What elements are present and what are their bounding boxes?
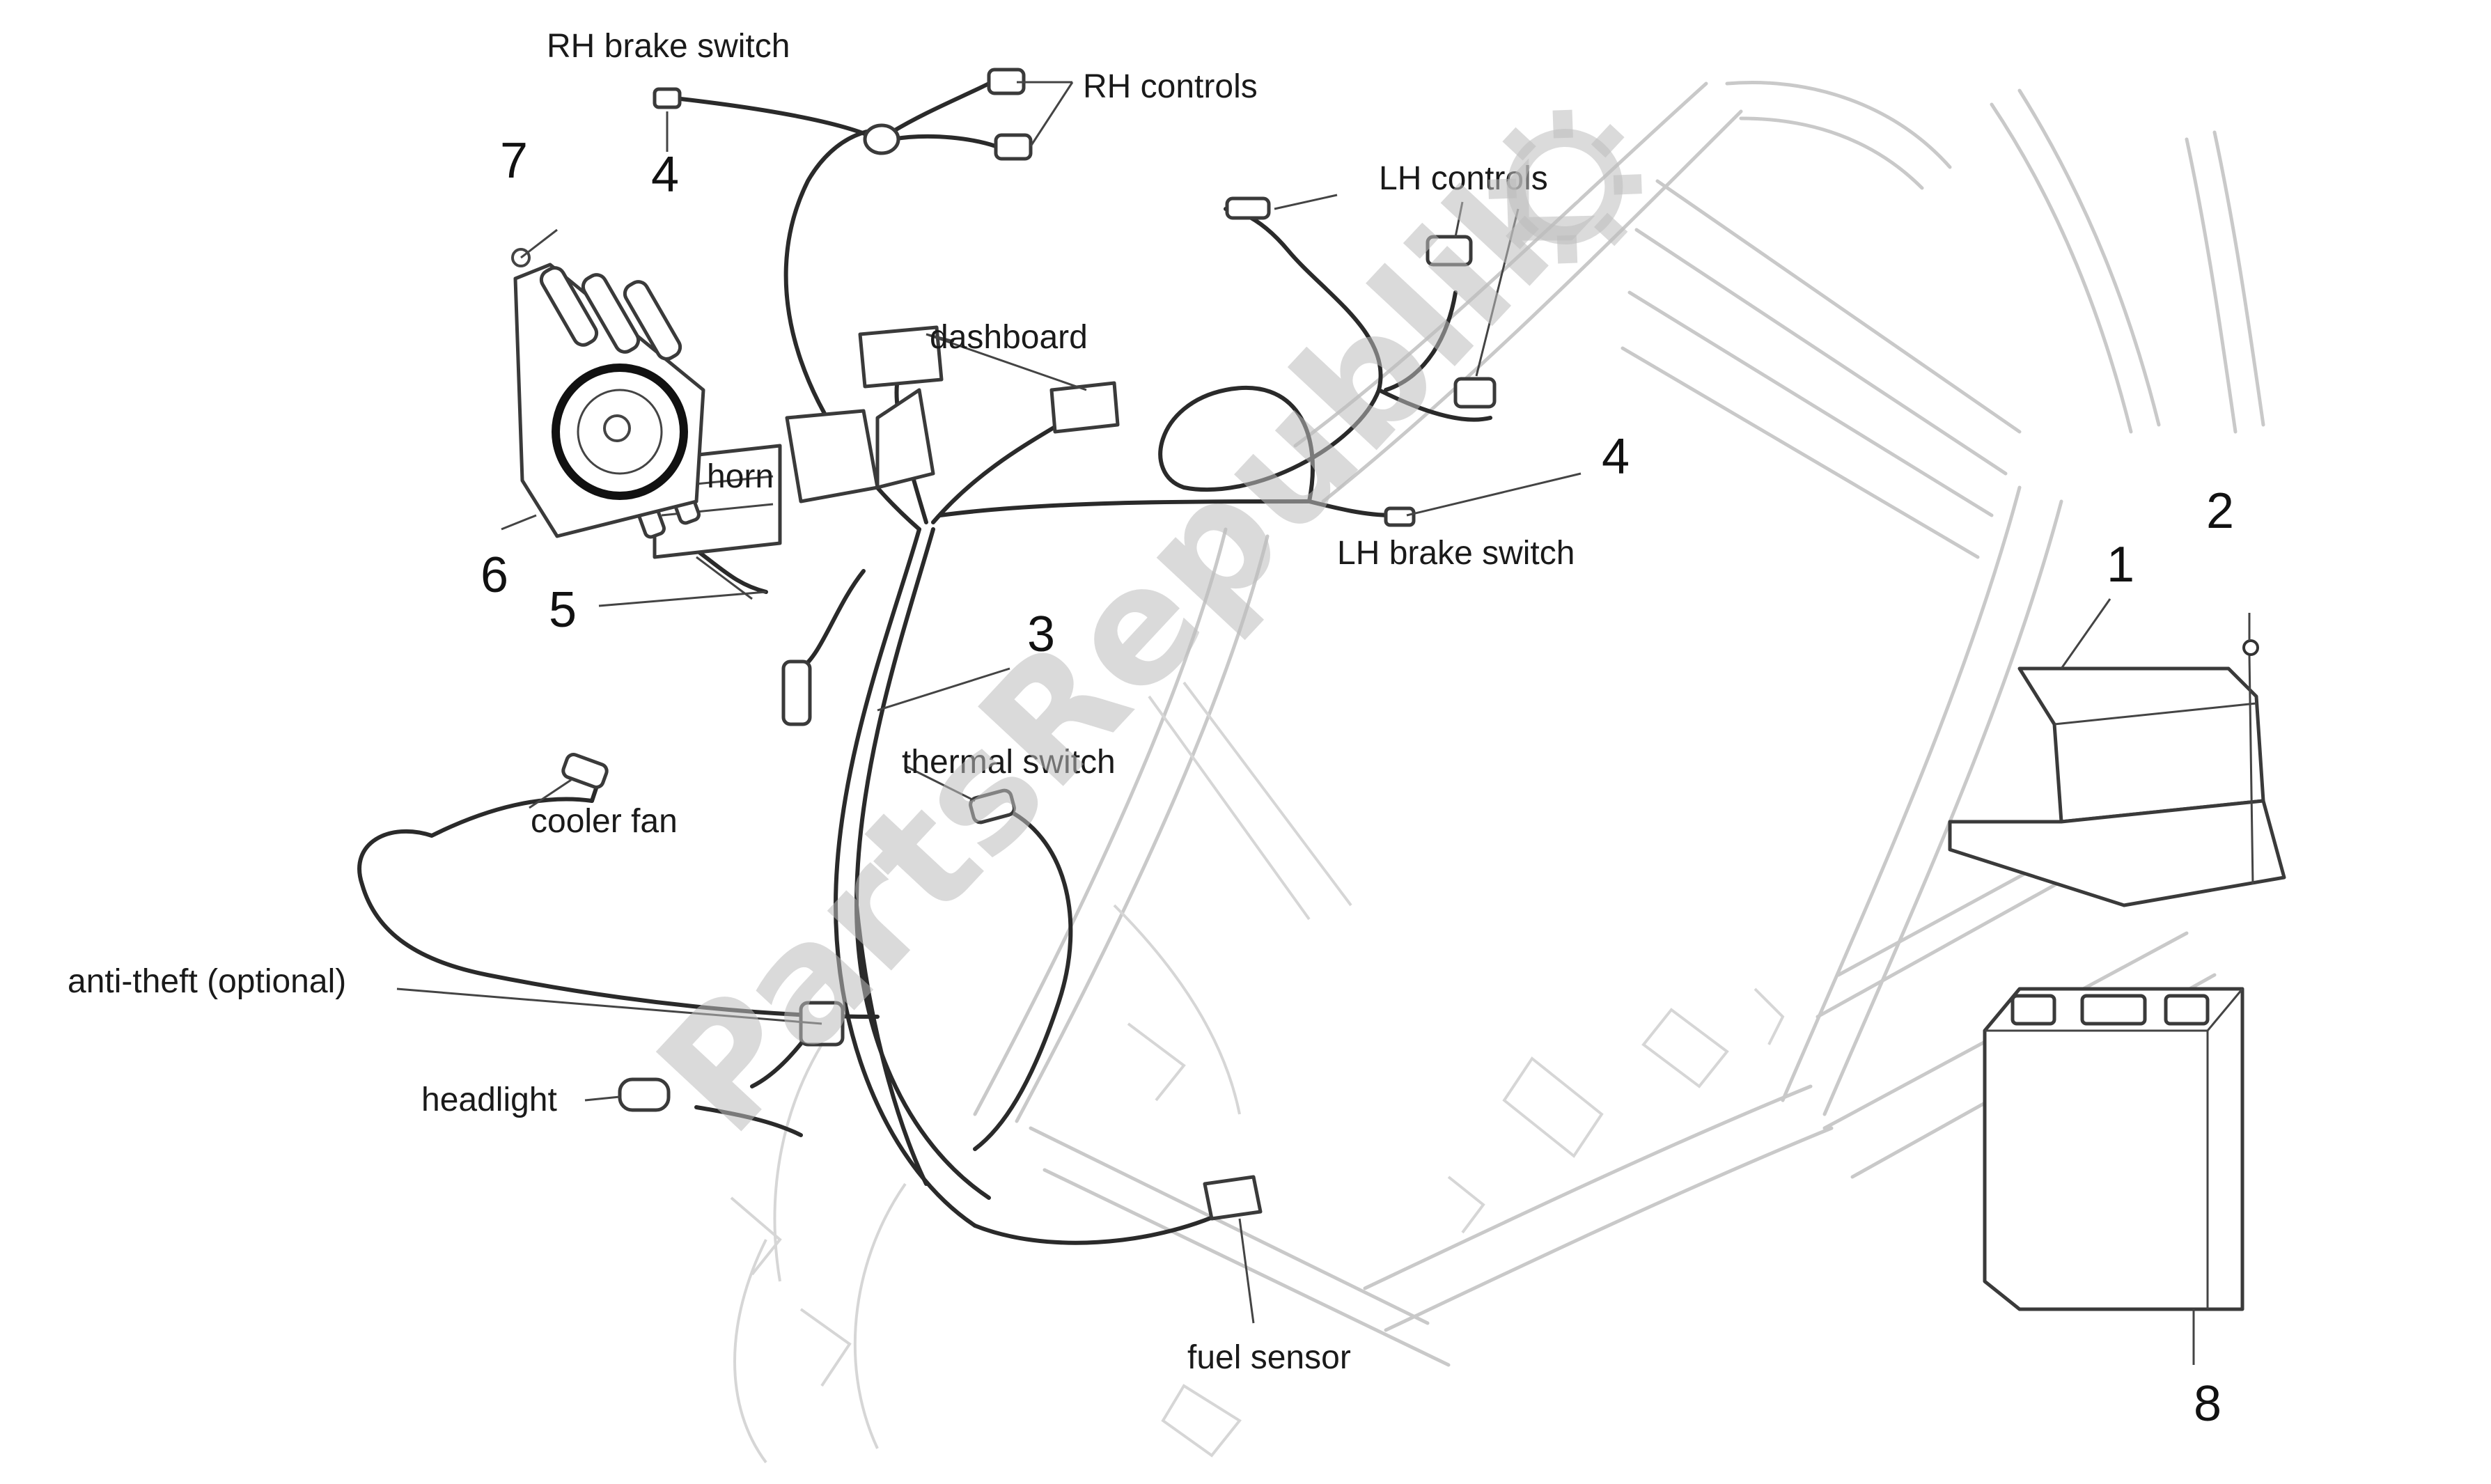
relay bbox=[785, 409, 880, 503]
label-rh-brake-switch: RH brake switch bbox=[547, 28, 790, 65]
leader-lines bbox=[396, 81, 2251, 1365]
label-dashboard: dashboard bbox=[930, 319, 1088, 356]
callout-2: 2 bbox=[2206, 483, 2234, 539]
callout-4-rh: 4 bbox=[651, 147, 679, 203]
relay-side bbox=[875, 388, 935, 490]
label-horn: horn bbox=[707, 458, 774, 495]
callout-numbers: 1 2 3 4 4 5 6 7 8 bbox=[481, 133, 2234, 1432]
battery-cap bbox=[2080, 994, 2147, 1026]
horn-assembly bbox=[511, 228, 705, 538]
lh-brake-switch-connector bbox=[1384, 506, 1416, 527]
dashboard-connector-a bbox=[858, 325, 944, 389]
label-cooler-fan: cooler fan bbox=[531, 803, 678, 840]
battery bbox=[1983, 987, 2244, 1311]
thermal-switch-connector bbox=[969, 788, 1016, 825]
dashboard-connector-b bbox=[1049, 381, 1120, 434]
text-labels: RH brake switch RH controls LH controls … bbox=[68, 28, 1575, 1376]
screws bbox=[511, 228, 682, 361]
lh-controls-connector-c bbox=[1453, 377, 1497, 409]
screw-2 bbox=[2248, 654, 2254, 885]
lh-controls-connector-b bbox=[1426, 235, 1473, 267]
battery-cover-base bbox=[1948, 799, 2286, 907]
callout-8: 8 bbox=[2194, 1376, 2221, 1432]
rh-brake-switch-connector bbox=[653, 87, 682, 109]
gear-icon bbox=[1487, 109, 1642, 264]
watermark: PartsRepublik bbox=[623, 109, 1642, 1169]
headlight-connector bbox=[618, 1077, 671, 1112]
callout-4-lh: 4 bbox=[1602, 429, 1630, 485]
battery-terminal-a bbox=[2010, 994, 2056, 1026]
label-rh-controls: RH controls bbox=[1083, 68, 1258, 105]
callout-1: 1 bbox=[2107, 537, 2134, 593]
callout-3: 3 bbox=[1027, 607, 1055, 662]
label-headlight: headlight bbox=[421, 1081, 557, 1118]
callout-5: 5 bbox=[549, 582, 577, 638]
battery-terminal-b bbox=[2164, 994, 2210, 1026]
fuse-holder bbox=[781, 659, 812, 726]
callout-6: 6 bbox=[481, 547, 508, 603]
watermark-text: PartsRepublik bbox=[623, 115, 1623, 1169]
label-fuel-sensor: fuel sensor bbox=[1187, 1339, 1351, 1376]
callout-7: 7 bbox=[500, 133, 528, 189]
label-thermal-switch: thermal switch bbox=[902, 744, 1116, 781]
label-lh-brake-switch: LH brake switch bbox=[1337, 535, 1575, 572]
rh-controls-connector-b bbox=[994, 133, 1033, 161]
lh-controls-connector-a bbox=[1225, 196, 1271, 220]
battery-cover bbox=[2017, 666, 2265, 824]
fuel-sensor-connector bbox=[1203, 1175, 1263, 1221]
battery-parts bbox=[1948, 639, 2286, 1311]
rh-grommet bbox=[863, 123, 900, 155]
cooler-fan-connector bbox=[561, 753, 609, 789]
wiring-harness bbox=[357, 81, 1492, 1245]
label-anti-theft: anti-theft (optional) bbox=[68, 963, 346, 1000]
